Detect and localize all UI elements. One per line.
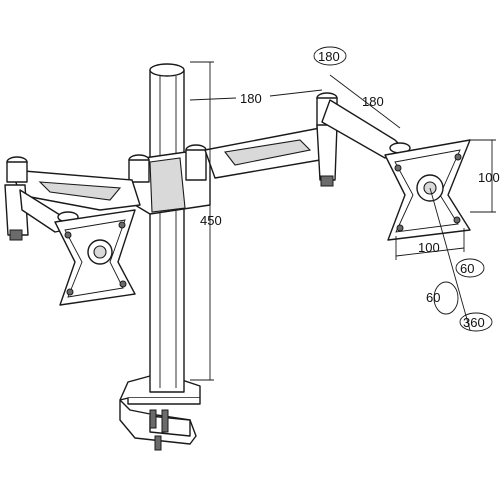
clamp-screw: [154, 435, 162, 451]
label-arm-left: 180: [240, 91, 262, 106]
label-pole-height: 450: [200, 213, 222, 228]
rotation-indicators: [313, 46, 493, 332]
label-arm-right: 180: [362, 94, 384, 109]
label-rotate: 360: [463, 315, 485, 330]
tilt-arrow: [455, 258, 485, 278]
swivel-arrow: [433, 281, 459, 315]
arm-hub: [128, 144, 211, 215]
left-vesa-plate: [54, 209, 136, 306]
label-tilt: 60: [460, 261, 474, 276]
right-vesa-plate: [384, 139, 471, 241]
label-vesa-width: 100: [418, 240, 440, 255]
rotate-arrow: [459, 312, 493, 332]
arm-swivel-arrow: [313, 46, 347, 66]
clamp-bolt-right: [161, 409, 169, 433]
right-arm: [204, 92, 411, 187]
clamp-bolt-left: [149, 409, 157, 429]
label-swivel: 60: [426, 290, 440, 305]
label-arm-swivel: 180: [318, 49, 340, 64]
label-vesa-height: 100: [478, 170, 500, 185]
dimension-lines: [189, 61, 496, 381]
pole: [149, 63, 185, 393]
